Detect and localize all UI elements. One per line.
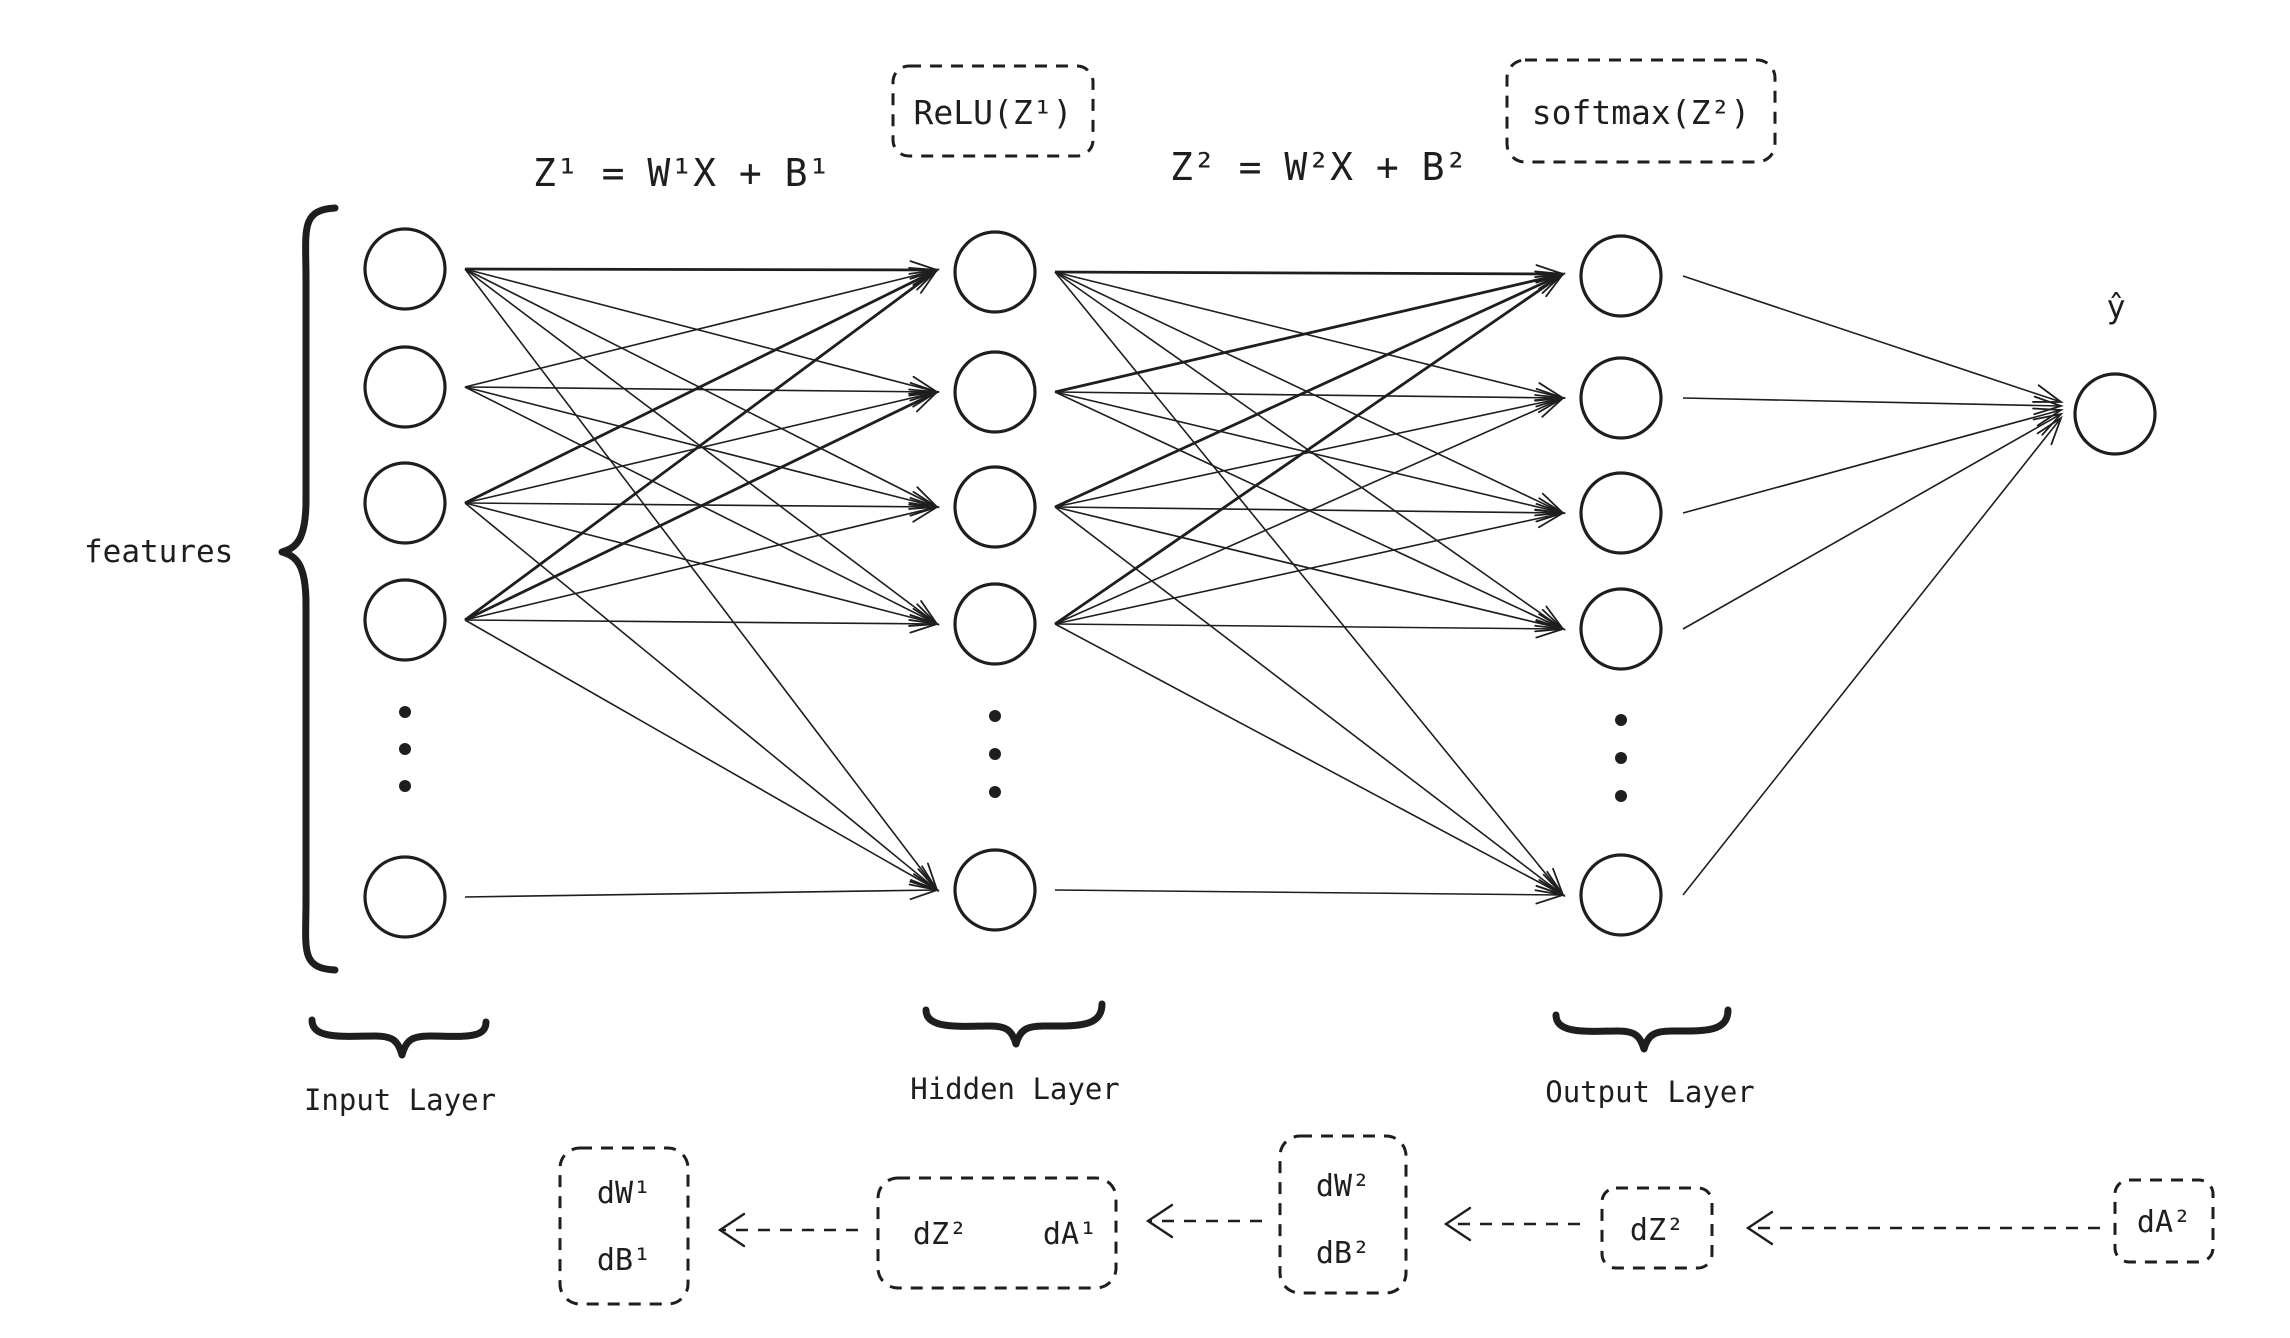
softmax-box [1505,58,1777,164]
edge-input3-hidden4 [464,502,940,627]
edge-hidden4-output4 [1054,619,1566,639]
input-neuron-1 [363,227,447,311]
edge-output5-yhat [1682,415,2063,896]
output-neuron-4 [1579,587,1663,671]
edge-hidden2-output1 [1054,270,1566,394]
input-layer-brace [308,1016,490,1059]
ellipsis-dots [399,706,1627,802]
ellipsis-dot-input-2 [399,743,411,755]
hidden-neuron-3 [953,465,1037,549]
backprop-arrow-dB2-dA1 [1145,1203,1262,1239]
ellipsis-dot-output-1 [1615,714,1627,726]
edge-hidden5-output5 [1054,885,1566,905]
edge-hidden4-output3 [1054,509,1566,625]
dZ2-label: dZ² [1630,1213,1684,1248]
edge-hidden4-output1 [1054,272,1566,626]
edge-input3-hidden5 [464,502,940,892]
edge-output2-yhat [1682,395,2064,416]
features-brace [278,204,339,974]
edge-input4-hidden5 [464,619,940,892]
edge-hidden3-output5 [1054,506,1566,897]
edge-hidden3-output3 [1054,502,1566,523]
relu-label: ReLU(Z¹) [914,93,1073,132]
layer1-equation: Z¹ = W¹X + B¹ [533,151,830,195]
backprop-arrow-dZ2-dB2 [1443,1206,1580,1242]
backprop-arrow-dA1-dW1 [717,1212,858,1248]
edge-hidden4-output5 [1054,623,1566,897]
ellipsis-dot-input-1 [399,706,411,718]
output-neuron-5 [1579,853,1663,937]
dA2-label: dA² [2137,1205,2191,1240]
input-neuron-4 [363,578,447,662]
dW1-dB1-box [558,1146,690,1306]
ellipsis-dot-output-2 [1615,752,1627,764]
dZ2-b-label: dZ² [913,1217,967,1252]
hidden-layer-label: Hidden Layer [910,1072,1120,1106]
input-layer-label: Input Layer [304,1083,496,1117]
dZ2-dA1-box [876,1176,1118,1290]
features-label: features [84,534,233,570]
hidden-neuron-4 [953,582,1037,666]
dZ2-box [1600,1186,1714,1270]
edge-hidden4-output2 [1054,396,1566,625]
ellipsis-dot-output-3 [1615,790,1627,802]
edge-output4-yhat [1682,412,2064,630]
dB2-label: dB² [1316,1236,1370,1271]
output-neuron-2 [1579,356,1663,440]
edge-input4-hidden4 [464,614,940,634]
output-layer-brace [1552,1006,1732,1053]
edge-input5-hidden5 [464,880,940,901]
y-hat-label: ŷ [2106,288,2125,326]
dW2-label: dW² [1316,1169,1370,1204]
edge-input4-hidden1 [464,268,940,622]
input-neuron-3 [363,461,447,545]
hidden-neuron-5 [953,848,1037,932]
ellipsis-dot-hidden-3 [989,786,1001,798]
edge-input1-hidden1 [464,260,940,280]
y-hat-neuron [2073,372,2157,456]
output-layer-label: Output Layer [1545,1075,1755,1109]
edge-output3-yhat [1682,407,2064,514]
hidden-neuron-2 [953,350,1037,434]
dW2-dB2-box [1278,1134,1408,1295]
ellipsis-dot-hidden-2 [989,748,1001,760]
dA1-label: dA¹ [1043,1217,1097,1252]
relu-box [891,64,1095,158]
dB1-label: dB¹ [597,1243,651,1278]
edge-output1-yhat [1682,275,2064,403]
edge-input2-hidden1 [464,266,940,388]
hidden-neuron-1 [953,230,1037,314]
edge-hidden1-output5 [1054,271,1565,898]
edge-input4-hidden3 [464,503,940,621]
edge-input4-hidden2 [464,390,940,622]
input-neuron-2 [363,345,447,429]
backprop-arrow-dA2-dZ2 [1745,1210,2100,1246]
edge-hidden1-output1 [1054,264,1566,284]
ellipsis-dot-hidden-1 [989,710,1001,722]
edge-hidden2-output3 [1054,391,1566,517]
output-neuron-3 [1579,471,1663,555]
edge-input1-hidden5 [464,268,939,893]
dW1-label: dW¹ [597,1176,651,1211]
input-neuron-5 [363,855,447,939]
layer2-equation: Z² = W²X + B² [1170,145,1467,189]
ellipsis-dot-input-3 [399,780,411,792]
softmax-label: softmax(Z²) [1532,93,1751,132]
output-neuron-1 [1579,234,1663,318]
hidden-layer-brace [922,1000,1106,1048]
neurons [363,227,2157,939]
connections [464,260,2064,905]
